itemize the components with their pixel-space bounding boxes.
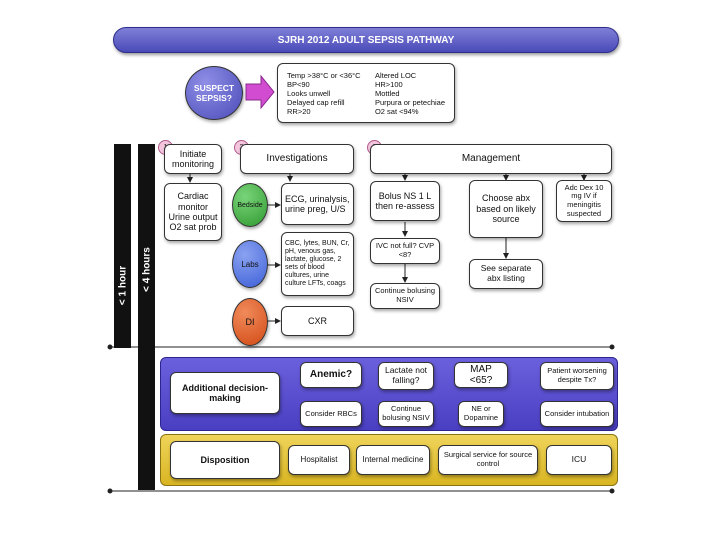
internal-medicine-text: Internal medicine (362, 455, 424, 465)
management-title: Management (461, 153, 521, 165)
additional-decision-box: Additional decision-making (170, 372, 280, 414)
choose-abx-text: Choose abx based on likely source (476, 193, 536, 225)
lactate-box: Lactate not falling? (378, 362, 434, 390)
labs-circle: Labs (232, 240, 268, 288)
criteria-item: RR>20 (287, 106, 311, 116)
bolus-box: Bolus NS 1 L then re-assess (370, 181, 440, 221)
worsening-box: Patient worsening despite Tx? (540, 362, 614, 390)
intubation-text: Consider intubation (544, 408, 610, 418)
continue-bolus-box: Continue bolusing NSIV (370, 283, 440, 309)
investigations-title: Investigations (266, 153, 328, 165)
icu-box: ICU (546, 445, 612, 475)
criteria-right-list: Altered LOC HR>100 Mottled Purpura or pe… (375, 71, 445, 116)
pink-arrow-icon (245, 74, 275, 110)
criteria-left-list: Temp >38°C or <36°C BP<90 Looks unwell D… (287, 71, 361, 116)
suspect-sepsis-label: SUSPECT SEPSIS? (193, 83, 235, 103)
continue-bolusing-box: Continue bolusing NSIV (378, 401, 434, 427)
additional-decision-text: Additional decision-making (181, 382, 268, 403)
disposition-text: Disposition (200, 454, 250, 465)
management-box: Management (370, 144, 612, 174)
criteria-item: Altered LOC (374, 70, 417, 80)
one-hour-bar (114, 144, 131, 348)
four-hours-label: < 4 hours (141, 247, 153, 292)
criteria-item: Delayed cap refill (287, 97, 345, 107)
bedside-label: Bedside (237, 201, 263, 209)
labs-text: CBC, lytes, BUN, Cr, pH, venous gas, lac… (285, 239, 350, 288)
cxr-box: CXR (281, 306, 354, 336)
surgical-service-text: Surgical service for source control (443, 450, 533, 468)
anemic-text: Anemic? (309, 369, 353, 381)
labs-label: Labs (241, 259, 259, 269)
cxr-text: CXR (307, 315, 327, 326)
consider-rbcs-box: Consider RBCs (300, 401, 362, 427)
criteria-item: Purpura or petechiae (374, 97, 445, 107)
continue-bolus-text: Continue bolusing NSIV (374, 286, 436, 304)
pressors-box: NE or Dopamine (458, 401, 504, 427)
hospitalist-box: Hospitalist (288, 445, 350, 475)
sepsis-criteria-box: Temp >38°C or <36°C BP<90 Looks unwell D… (277, 63, 455, 123)
anemic-box: Anemic? (300, 362, 362, 388)
suspect-sepsis-circle: SUSPECT SEPSIS? (185, 66, 243, 120)
choose-abx-box: Choose abx based on likely source (469, 180, 543, 238)
worsening-text: Patient worsening despite Tx? (547, 366, 607, 384)
criteria-item: Mottled (374, 88, 400, 98)
initiate-monitoring-text: Initiate monitoring (171, 148, 215, 169)
criteria-item: BP<90 (287, 79, 310, 89)
monitoring-detail-box: Cardiac monitor Urine output O2 sat prob (164, 183, 222, 241)
abx-listing-text: See separate abx listing (480, 263, 532, 283)
abx-listing-box: See separate abx listing (469, 259, 543, 289)
surgical-service-box: Surgical service for source control (438, 445, 538, 475)
map-text: MAP <65? (469, 363, 493, 387)
labs-box: CBC, lytes, BUN, Cr, pH, venous gas, lac… (281, 232, 354, 296)
lactate-text: Lactate not falling? (384, 365, 428, 385)
hospitalist-text: Hospitalist (300, 455, 338, 465)
bolus-text: Bolus NS 1 L then re-assess (375, 190, 435, 211)
intubation-box: Consider intubation (540, 401, 614, 427)
bedside-circle: Bedside (232, 183, 268, 227)
ivc-box: IVC not full? CVP <8? (370, 238, 440, 264)
pressors-text: NE or Dopamine (463, 404, 499, 422)
disposition-box: Disposition (170, 441, 280, 479)
initiate-monitoring-box: Initiate monitoring (164, 144, 222, 174)
pathway-title: SJRH 2012 ADULT SEPSIS PATHWAY (113, 27, 619, 53)
investigations-box: Investigations (240, 144, 354, 174)
monitoring-detail-text: Cardiac monitor Urine output O2 sat prob (168, 191, 218, 233)
criteria-item: Temp >38°C or <36°C (287, 70, 361, 80)
four-hours-bar (138, 144, 155, 490)
ivc-text: IVC not full? CVP <8? (375, 241, 435, 259)
internal-medicine-box: Internal medicine (356, 445, 430, 475)
icu-text: ICU (571, 454, 587, 465)
criteria-item: Looks unwell (287, 88, 331, 98)
one-hour-label: < 1 hour (117, 265, 129, 306)
criteria-item: O2 sat <94% (374, 106, 419, 116)
criteria-item: HR>100 (374, 79, 403, 89)
dexamethasone-box: Adc Dex 10 mg IV if meningitis suspected (556, 180, 612, 222)
di-circle: DI (232, 298, 268, 346)
consider-rbcs-text: Consider RBCs (305, 408, 357, 418)
bedside-text: ECG, urinalysis, urine preg, U/S (285, 193, 350, 214)
di-label: DI (245, 317, 255, 327)
continue-bolusing-text: Continue bolusing NSIV (382, 404, 430, 422)
map-box: MAP <65? (454, 362, 508, 388)
dexamethasone-text: Adc Dex 10 mg IV if meningitis suspected (564, 182, 604, 218)
bedside-box: ECG, urinalysis, urine preg, U/S (281, 183, 354, 225)
